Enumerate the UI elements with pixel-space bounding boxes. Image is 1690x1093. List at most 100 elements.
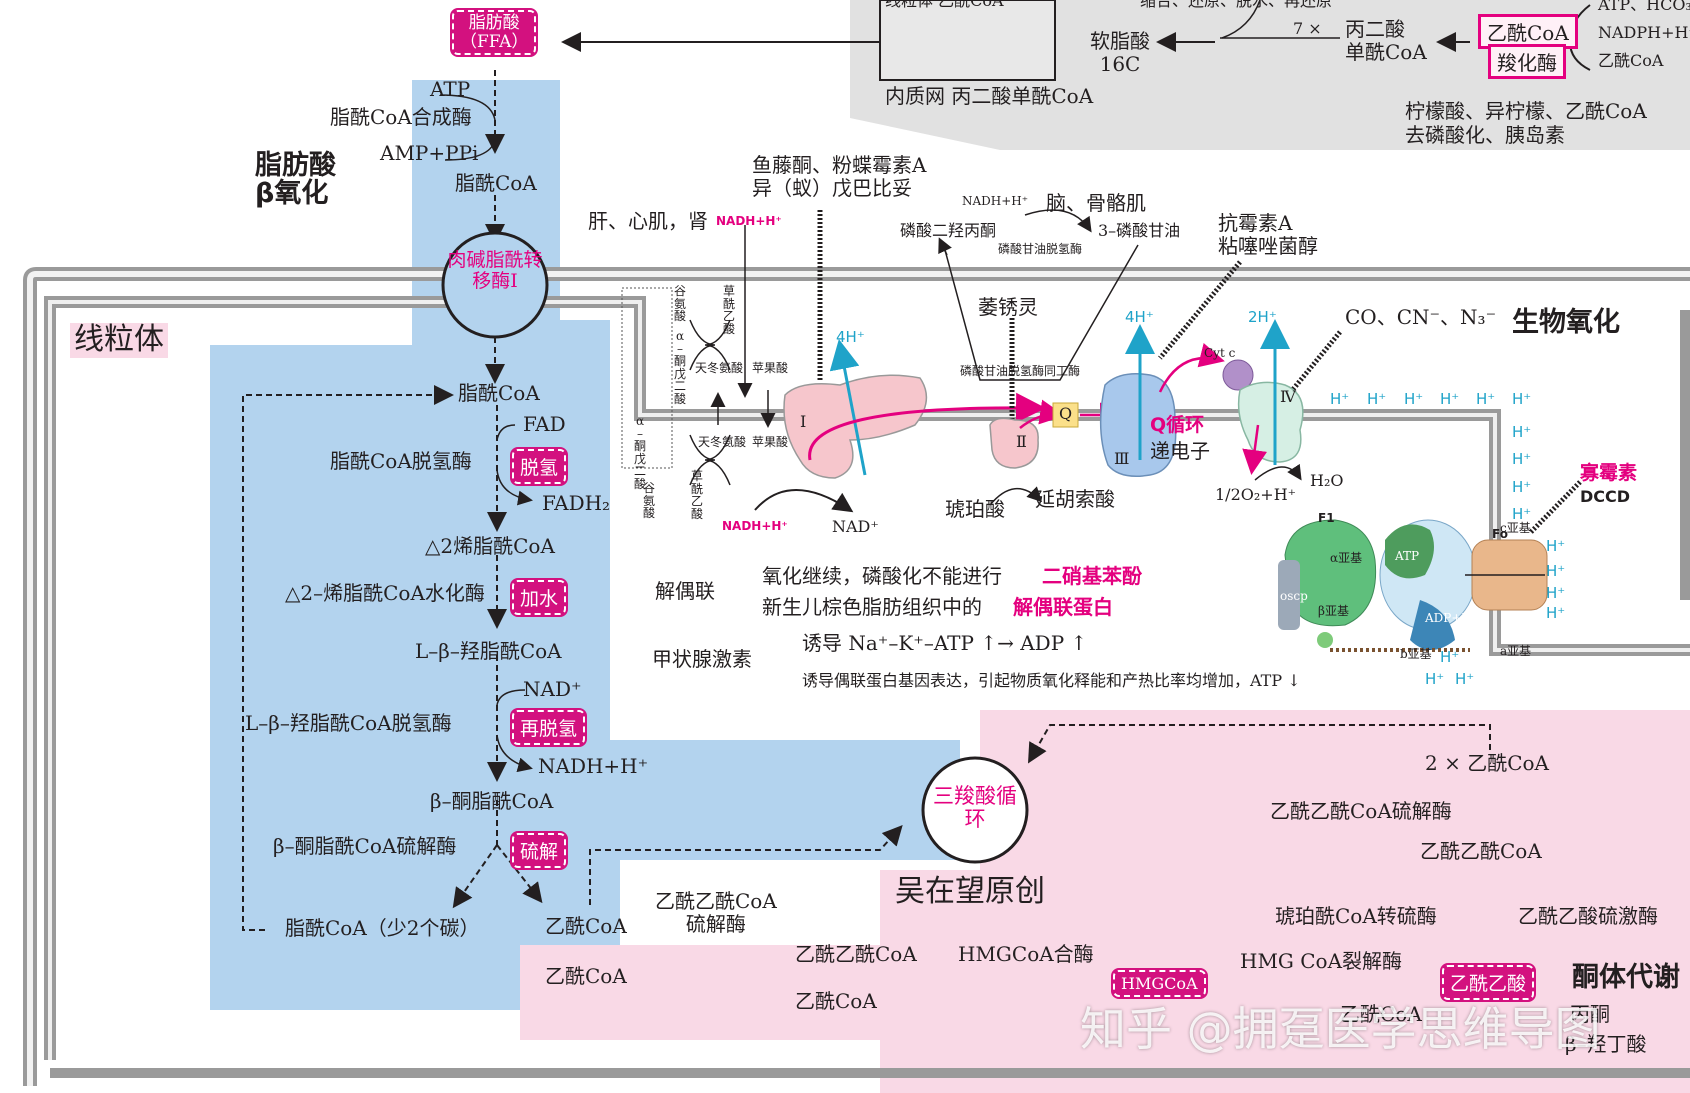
beta-oxidation-region [210, 80, 960, 1010]
complex4-label: Ⅳ [1280, 387, 1296, 406]
atp-hco3-label: ATP、HCO₃⁻ [1598, 0, 1690, 14]
acetoacetate-badge: 乙酰乙酸 [1442, 965, 1535, 1000]
brain-muscle-label: 脑、骨骼肌 [1046, 191, 1146, 215]
h-ion-17: H⁺ [1455, 670, 1475, 688]
acac-thiolase-label: 乙酰乙酰CoA 硫解酶 [655, 889, 777, 936]
atp-synthase-f0-label: Fo [1492, 527, 1508, 541]
cytochrome-c [1222, 359, 1254, 391]
a-subunit-label: a亚基 [1500, 644, 1532, 658]
uncoupling-line2: 新生儿棕色脂肪组织中的 [762, 595, 982, 619]
h-ion-13: H⁺ [1546, 584, 1566, 602]
er-box [879, 0, 1056, 81]
acyl-coa-cytosol-label: 脂酰CoA [455, 171, 537, 195]
akg-bottom-label: α–酮戊二酸 [633, 414, 646, 491]
succinyl-coa-transferase-label: 琥珀酰CoA转硫酶 [1275, 904, 1437, 928]
h-ion-15: H⁺ [1440, 648, 1460, 666]
condense-steps-label: 缩合、还原、脱水、再还原 [1140, 0, 1333, 10]
oscp-label: oscp [1280, 589, 1308, 603]
fad-label: FAD [523, 412, 566, 436]
atp-synthase-graphic [1278, 519, 1548, 652]
carboxin-label: 萎锈灵 [978, 295, 1038, 319]
h-ion-5: H⁺ [1476, 390, 1496, 408]
nadh-matrix-etc-label: NADH+H⁺ [722, 519, 788, 533]
malate-bottom-label: 苹果酸 [752, 435, 789, 449]
h-ion-1: H⁺ [1330, 390, 1350, 408]
complex1-inhibitors-label: 鱼藤酮、粉蝶霉素A 异（蚁）戊巴比妥 [752, 153, 927, 200]
g3p-label: 3–磷酸甘油 [1098, 221, 1181, 240]
glutamate-top-label: 谷氨酸 [673, 284, 686, 324]
hydration-badge: 加水 [512, 580, 567, 615]
h-ion-8: H⁺ [1512, 450, 1532, 468]
g3p-dehydrogenase-label: 磷酸甘油脱氢酶 [998, 242, 1083, 256]
acyl-coa-synthetase-label: 脂酰CoA合成酶 [330, 105, 472, 129]
hydroxyacyl-dehydrogenase-label: L–β–羟脂酰CoA脱氢酶 [245, 711, 452, 735]
thiolysis-badge: 硫解 [512, 833, 567, 868]
malonyl-coa-label: 丙二酸 单酰CoA [1345, 17, 1427, 64]
ketoacyl-coa-label: β–酮脂酰CoA [430, 789, 554, 813]
complex3-h-label: 4H⁺ [1125, 308, 1154, 326]
complex1-label: Ⅰ [800, 412, 807, 431]
nadh-matrix-label: NADH+H⁺ [538, 754, 649, 778]
c-subunit-label: c亚基 [1500, 521, 1531, 535]
alpha-subunit-label: α亚基 [1330, 551, 1363, 565]
h-ion-11: H⁺ [1546, 537, 1566, 555]
acyl-coa-dehydrogenase-label: 脂酰CoA脱氢酶 [330, 449, 472, 473]
oxygen-label: 1/2O₂+H⁺ [1215, 485, 1297, 504]
ketone-acetyl-coa-3: 乙酰CoA [795, 989, 877, 1013]
oxaloacetate-top-label: 草酰乙酸 [722, 284, 735, 336]
malate-top-label: 苹果酸 [752, 361, 789, 375]
dinitrophenol-label: 二硝基苯酚 [1042, 564, 1142, 588]
acetone-label: 丙酮 [1570, 1002, 1610, 1026]
thyroid-hormone-label: 甲状腺激素 [652, 647, 752, 671]
shortened-acyl-coa-label: 脂酰CoA（少2个碳） [285, 916, 480, 940]
h-ion-16: H⁺ [1425, 670, 1445, 688]
h-ion-10: H⁺ [1512, 505, 1532, 523]
nad-label: NAD⁺ [523, 677, 582, 701]
complex3-inhibitors-label: 抗霉素A 粘噻唑菌醇 [1218, 211, 1318, 258]
complex1-h-label: 4H⁺ [836, 328, 865, 346]
h-ion-12: H⁺ [1546, 562, 1566, 580]
oxaloacetate-bottom-label: 草酰乙酸 [690, 469, 703, 521]
cytc-label: Cyt c [1204, 346, 1236, 360]
nad-matrix-etc-label: NAD⁺ [832, 517, 879, 536]
regulator-label-1: 柠檬酸、异柠檬、乙酰CoA [1405, 99, 1647, 123]
thyroid-effect-1: 诱导 Na⁺–K⁺–ATP ↑→ ADP ↑ [802, 631, 1088, 655]
carnitine-transferase-label: 肉碱脂酰转移酶Ⅰ [447, 249, 543, 292]
h-ion-6: H⁺ [1512, 390, 1532, 408]
beta-subunit-label: β亚基 [1318, 604, 1349, 618]
section-bio-oxidation-title: 生物氧化 [1512, 307, 1620, 338]
uncoupling-label: 解偶联 [655, 579, 715, 603]
ketone-region [520, 710, 1690, 1093]
author-label: 吴在望原创 [895, 874, 1045, 909]
mito-outer-membrane-inner [27, 271, 1690, 1086]
acetyl-coa-product-label: 乙酰CoA [545, 914, 627, 938]
hmg-coa-badge: HMGCoA [1113, 970, 1206, 997]
acetyl-coa-right-label: 乙酰CoA [1598, 51, 1664, 70]
er-malonyl-label: 内质网 丙二酸单酰CoA [885, 84, 1094, 108]
nadph-label: NADPH+H⁺ [1598, 23, 1690, 42]
dehydrogenation-badge: 脱氢 [512, 449, 567, 484]
thiolase-label: β–酮脂酰CoA硫解酶 [273, 834, 457, 858]
hydroxyacyl-coa-label: L–β–羟脂酰CoA [415, 639, 562, 663]
h-ion-2: H⁺ [1367, 390, 1387, 408]
atp-synthase-adp-label: ADP+Pi [1425, 611, 1474, 625]
succinate-label: 琥珀酸 [945, 497, 1005, 521]
complex2-label: Ⅱ [1016, 432, 1027, 451]
tca-cycle-label: 三羧酸循环 [933, 784, 1017, 832]
electron-transfer-label: 递电子 [1150, 439, 1210, 463]
complex-3 [1099, 373, 1177, 477]
section-ketone-title: 酮体代谢 [1572, 962, 1680, 993]
tca-circle [921, 756, 1029, 864]
hmg-synthase-label: HMGCoA合酶 [958, 942, 1094, 966]
complex3-label: Ⅲ [1114, 449, 1130, 468]
complex-2 [989, 417, 1039, 469]
h-ion-14: H⁺ [1546, 604, 1566, 622]
complex4-inhibitors-label: CO、CN⁻、N₃⁻ [1345, 305, 1497, 329]
ketone-acetyl-coa-4: 乙酰CoA [1340, 1002, 1422, 1026]
shuttle-box [621, 287, 673, 469]
palmitate-label: 软脂酸 16C [1090, 29, 1150, 76]
nadh-cytosol-label: NADH+H⁺ [716, 214, 782, 228]
ffa-badge: 脂肪酸 （FFA） [452, 10, 537, 56]
amp-ppi-label: AMP+PPi [380, 141, 479, 165]
